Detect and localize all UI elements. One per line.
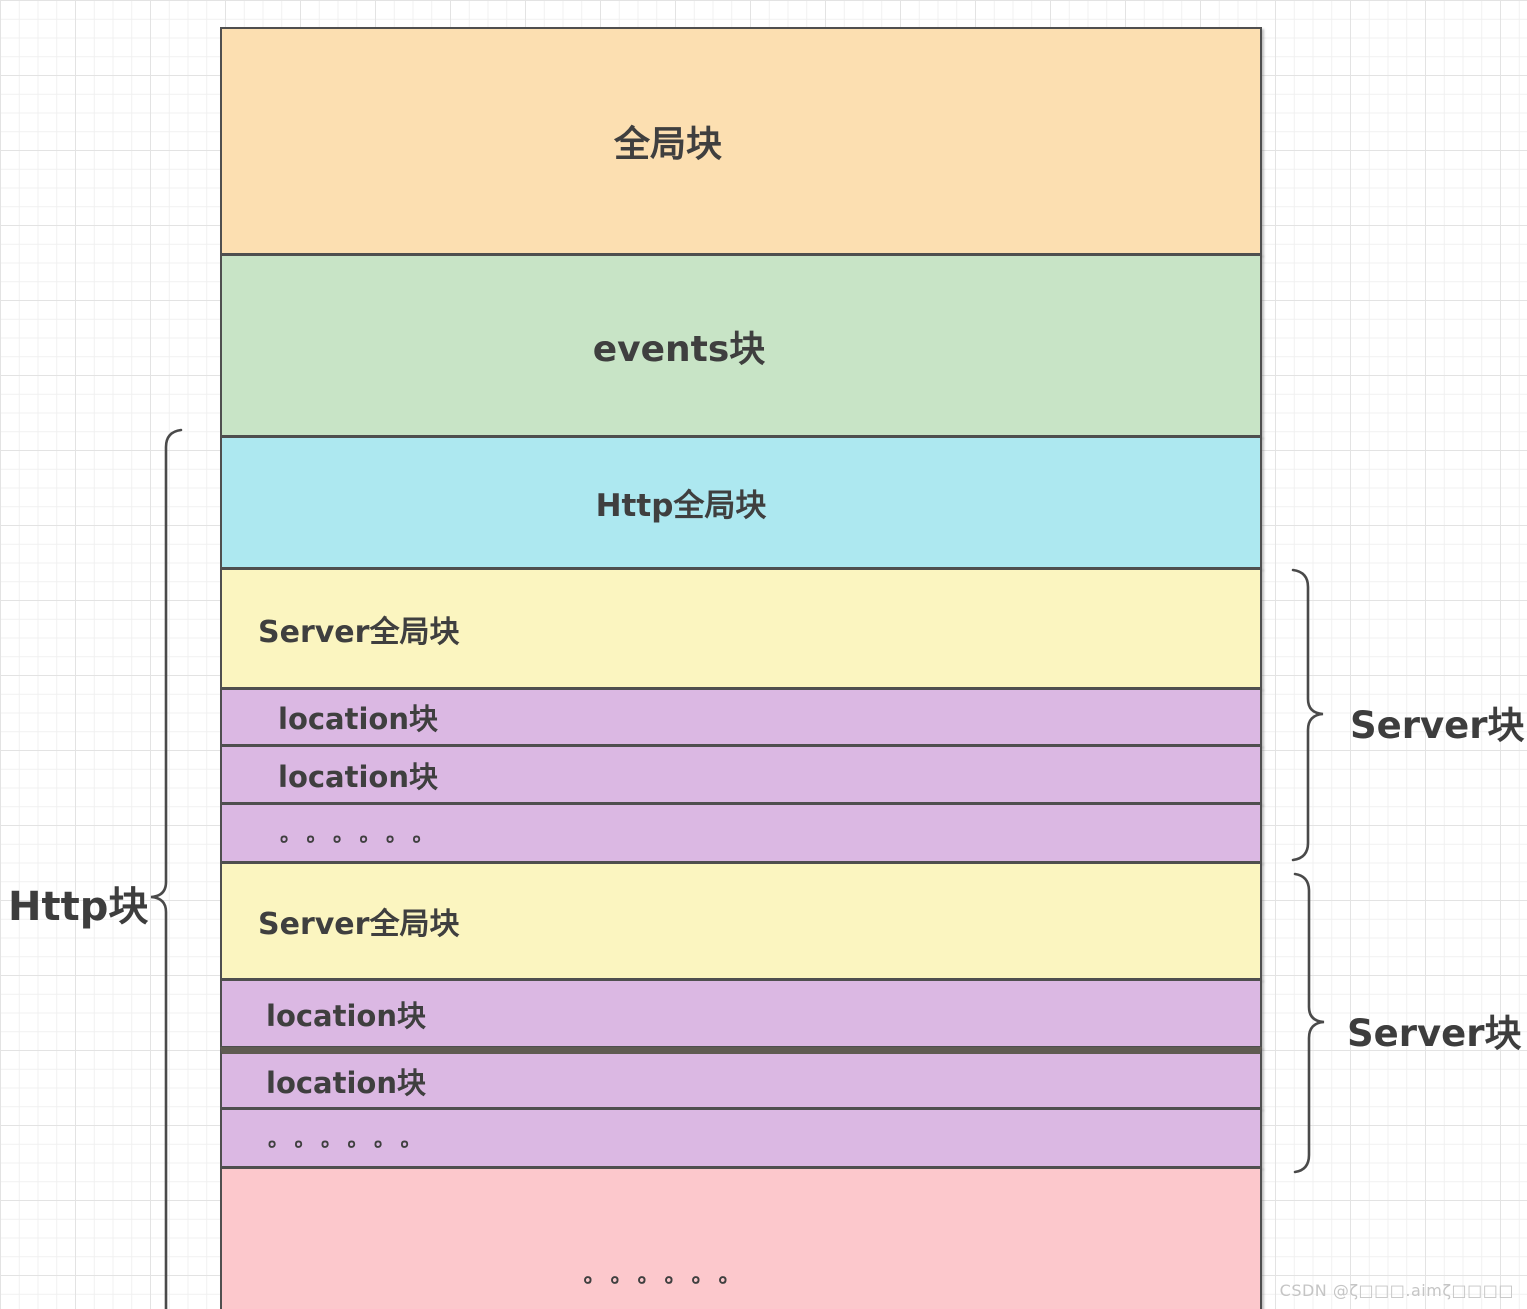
block-server-global-2: Server全局块 xyxy=(220,862,1262,980)
block-ellipsis-2: 。。。。。。 xyxy=(220,1108,1262,1168)
server-block-label-2: Server块 xyxy=(1347,1012,1522,1055)
block-location-2a: location块 xyxy=(220,979,1262,1048)
server-brace-2 xyxy=(1293,872,1325,1174)
block-location-1b-label: location块 xyxy=(278,759,438,794)
block-server-global-1: Server全局块 xyxy=(220,568,1262,689)
server-brace-1 xyxy=(1291,568,1324,862)
block-location-2b-label: location块 xyxy=(266,1065,426,1100)
block-location-1a-label: location块 xyxy=(278,702,438,736)
block-http-global-label: Http全局块 xyxy=(595,488,767,524)
block-server-global-2-label: Server全局块 xyxy=(258,907,460,942)
block-events: events块 xyxy=(220,254,1262,437)
block-global-label: 全局块 xyxy=(613,124,722,165)
csdn-watermark: CSDN @ζ□□□.aimζ□□□□ xyxy=(1279,1281,1514,1300)
block-location-1a: location块 xyxy=(220,688,1262,746)
http-brace xyxy=(150,428,183,1309)
block-more-servers: 。。。。。。 xyxy=(220,1167,1262,1309)
block-location-2b: location块 xyxy=(220,1047,1262,1109)
block-ellipsis-1-label: 。。。。。。 xyxy=(280,822,450,846)
block-global: 全局块 xyxy=(220,27,1262,255)
block-location-1b: location块 xyxy=(220,745,1262,804)
block-location-2a-label: location块 xyxy=(266,998,426,1033)
block-http-global: Http全局块 xyxy=(220,436,1262,569)
block-more-servers-label: 。。。。。。 xyxy=(583,1263,757,1288)
http-block-label: Http块 xyxy=(8,884,149,930)
server-block-label-1: Server块 xyxy=(1350,704,1525,747)
block-events-label: events块 xyxy=(592,328,766,370)
block-server-global-1-label: Server全局块 xyxy=(258,614,460,650)
block-ellipsis-1: 。。。。。。 xyxy=(220,803,1262,863)
block-ellipsis-2-label: 。。。。。。 xyxy=(268,1127,438,1151)
